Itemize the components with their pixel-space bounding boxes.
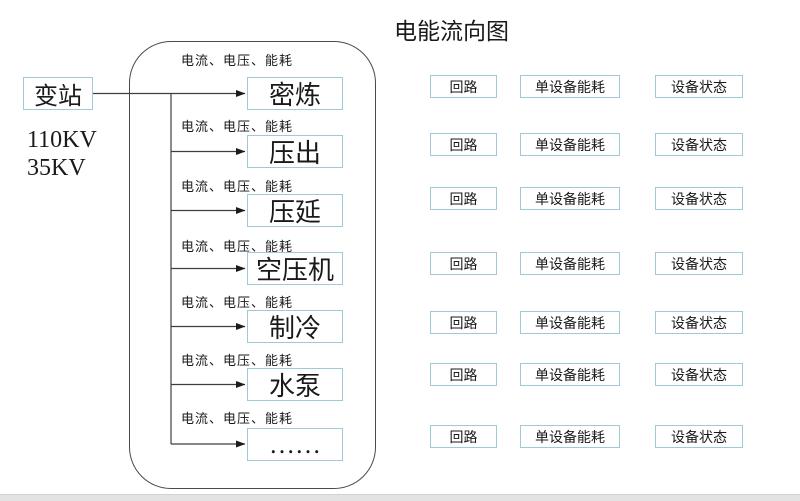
- substation-box: 变站: [23, 77, 93, 110]
- device-energy-box: 单设备能耗: [520, 133, 620, 156]
- device-box-mixing: 密炼: [247, 77, 343, 110]
- device-status-box: 设备状态: [655, 75, 743, 98]
- meter-label: 电流、电压、能耗: [181, 239, 294, 254]
- device-energy-box: 单设备能耗: [520, 75, 620, 98]
- device-energy-box: 单设备能耗: [520, 425, 620, 448]
- meter-label: 电流、电压、能耗: [181, 411, 294, 426]
- device-energy-box: 单设备能耗: [520, 311, 620, 334]
- device-box-ellipsis: ……: [247, 428, 343, 461]
- device-box-extrusion: 压出: [247, 135, 343, 168]
- voltage-35kv-label: 35KV: [27, 155, 86, 181]
- device-energy-box: 单设备能耗: [520, 252, 620, 275]
- device-box-calendering: 压延: [247, 194, 343, 227]
- diagram-title: 电能流向图: [394, 19, 509, 44]
- device-status-box: 设备状态: [655, 133, 743, 156]
- meter-label: 电流、电压、能耗: [181, 353, 294, 368]
- device-box-water-pump: 水泵: [247, 368, 343, 401]
- device-status-box: 设备状态: [655, 252, 743, 275]
- circuit-box: 回路: [430, 187, 497, 210]
- device-box-refrigeration: 制冷: [247, 310, 343, 343]
- device-status-box: 设备状态: [655, 425, 743, 448]
- voltage-110kv-label: 110KV: [27, 127, 97, 153]
- circuit-box: 回路: [430, 363, 497, 386]
- circuit-box: 回路: [430, 75, 497, 98]
- device-box-air-compressor: 空压机: [247, 252, 343, 285]
- plant-boundary-outline: [129, 41, 376, 489]
- circuit-box: 回路: [430, 311, 497, 334]
- horizontal-scrollbar[interactable]: [0, 494, 800, 501]
- circuit-box: 回路: [430, 133, 497, 156]
- circuit-box: 回路: [430, 425, 497, 448]
- meter-label: 电流、电压、能耗: [181, 53, 294, 68]
- device-status-box: 设备状态: [655, 187, 743, 210]
- device-energy-box: 单设备能耗: [520, 363, 620, 386]
- device-energy-box: 单设备能耗: [520, 187, 620, 210]
- device-status-box: 设备状态: [655, 363, 743, 386]
- meter-label: 电流、电压、能耗: [181, 119, 294, 134]
- meter-label: 电流、电压、能耗: [181, 179, 294, 194]
- voltage-labels: 110KV 35KV: [27, 126, 97, 182]
- meter-label: 电流、电压、能耗: [181, 295, 294, 310]
- circuit-box: 回路: [430, 252, 497, 275]
- device-status-box: 设备状态: [655, 311, 743, 334]
